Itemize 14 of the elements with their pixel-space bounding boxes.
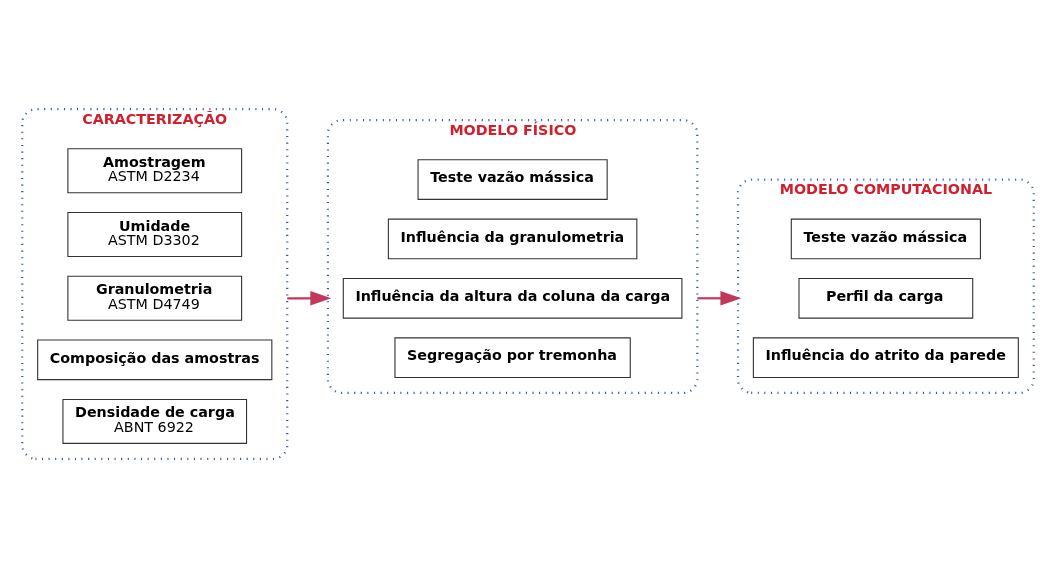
node-box: Perfil da carga (798, 277, 974, 319)
node-box: Segregação por tremonha (394, 337, 631, 378)
node-box: Influência da altura da coluna da carga (342, 277, 683, 319)
arrow (287, 290, 332, 306)
node-box: Teste vazão mássica (417, 159, 608, 200)
node-box: Influência da granulometria (387, 218, 638, 260)
node-box: Densidade de carga ABNT 6922 (62, 398, 248, 444)
node-box: Teste vazão mássica (790, 218, 981, 260)
node-box: Influência do atrito da parede (752, 337, 1019, 378)
node-box: Granulometria ASTM D4749 (67, 275, 243, 321)
arrow (697, 290, 742, 306)
node-box: Amostragem ASTM D2234 (67, 148, 243, 194)
node-box: Composição das amostras (37, 339, 273, 381)
node-box: Umidade ASTM D3302 (67, 212, 243, 258)
